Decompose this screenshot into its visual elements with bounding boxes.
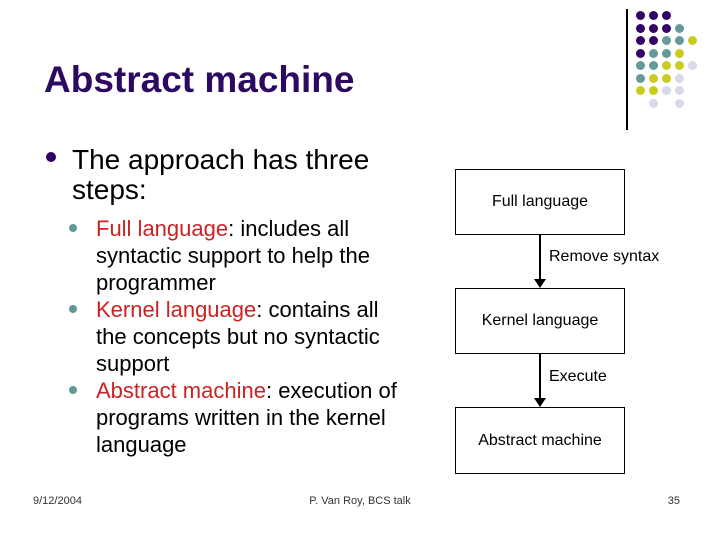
arrow-down-icon: [534, 279, 546, 288]
diagram-box-full-language: Full language: [455, 169, 625, 235]
deco-dot: [662, 73, 671, 83]
bullet-icon: [46, 152, 56, 162]
deco-dot: [636, 73, 645, 83]
arrow-label-execute: Execute: [549, 368, 607, 385]
diagram-box-kernel-language: Kernel language: [455, 288, 625, 354]
sub-bullet-line: syntactic support to help the: [96, 243, 370, 268]
body-text: : execution of: [265, 378, 397, 403]
sub-bullet-line: Abstract machine: execution of: [96, 377, 409, 404]
sub-bullet-line: Full language: includes all: [96, 215, 409, 242]
list-item: The approach has three steps:: [44, 145, 409, 205]
deco-dot: [636, 11, 645, 20]
arrow-down-icon: [539, 234, 541, 280]
bullet-list: The approach has three steps: Full langu…: [44, 145, 409, 458]
deco-dot: [662, 11, 671, 20]
bullet-icon: [69, 386, 77, 394]
deco-dot: [675, 48, 684, 58]
arrow-down-icon: [534, 398, 546, 407]
deco-dot: [636, 23, 645, 33]
deco-dot: [662, 61, 671, 70]
deco-dot: [688, 61, 697, 70]
bullet-icon: [69, 224, 77, 232]
sub-bullet-line: language: [96, 432, 187, 457]
deco-dot: [636, 36, 645, 45]
main-bullet-line: The approach has three: [72, 144, 370, 175]
emphasis-text: Full language: [96, 216, 229, 241]
deco-dot: [688, 36, 697, 45]
list-item: Full language: includes all syntactic su…: [44, 215, 409, 296]
diagram-box-abstract-machine: Abstract machine: [455, 407, 625, 474]
sub-bullet-line: the concepts but no syntactic: [96, 324, 380, 349]
deco-dot: [675, 98, 684, 108]
footer-author: P. Van Roy, BCS talk: [309, 495, 411, 507]
arrow-label-remove-syntax: Remove syntax: [549, 248, 660, 265]
deco-dot: [662, 48, 671, 58]
deco-dot: [675, 73, 684, 83]
emphasis-text: Kernel language: [96, 297, 257, 322]
deco-dot: [649, 36, 658, 45]
footer-date: 9/12/2004: [33, 495, 82, 507]
sub-bullet-line: Kernel language: contains all: [96, 296, 409, 323]
page-number: 35: [667, 495, 680, 507]
emphasis-text: Abstract machine: [96, 378, 266, 403]
deco-dot: [649, 73, 658, 83]
sub-bullet-list: Full language: includes all syntactic su…: [44, 215, 409, 458]
deco-dot: [649, 98, 658, 108]
deco-dot: [662, 36, 671, 45]
deco-dot: [675, 36, 684, 45]
sub-bullet-line: programs written in the kernel: [96, 405, 386, 430]
deco-dot: [649, 48, 658, 58]
body-text: : includes all: [228, 216, 350, 241]
deco-vertical-line: [626, 9, 628, 130]
deco-dot: [649, 86, 658, 95]
deco-dot: [649, 11, 658, 20]
deco-dot: [636, 61, 645, 70]
deco-dot: [649, 61, 658, 70]
deco-dot: [662, 86, 671, 95]
body-text: : contains all: [256, 297, 379, 322]
deco-dot: [675, 86, 684, 95]
bullet-icon: [69, 305, 77, 313]
list-item: Kernel language: contains all the concep…: [44, 296, 409, 377]
main-bullet-line: steps:: [72, 174, 147, 205]
deco-dot: [649, 23, 658, 33]
arrow-down-icon: [539, 353, 541, 398]
deco-dot: [636, 48, 645, 58]
page-title: Abstract machine: [44, 59, 355, 100]
deco-dot: [662, 23, 671, 33]
sub-bullet-line: programmer: [96, 270, 216, 295]
sub-bullet-line: support: [96, 351, 170, 376]
list-item: Abstract machine: execution of programs …: [44, 377, 409, 458]
deco-dot: [636, 86, 645, 95]
deco-dot: [675, 23, 684, 33]
deco-dot: [675, 61, 684, 70]
